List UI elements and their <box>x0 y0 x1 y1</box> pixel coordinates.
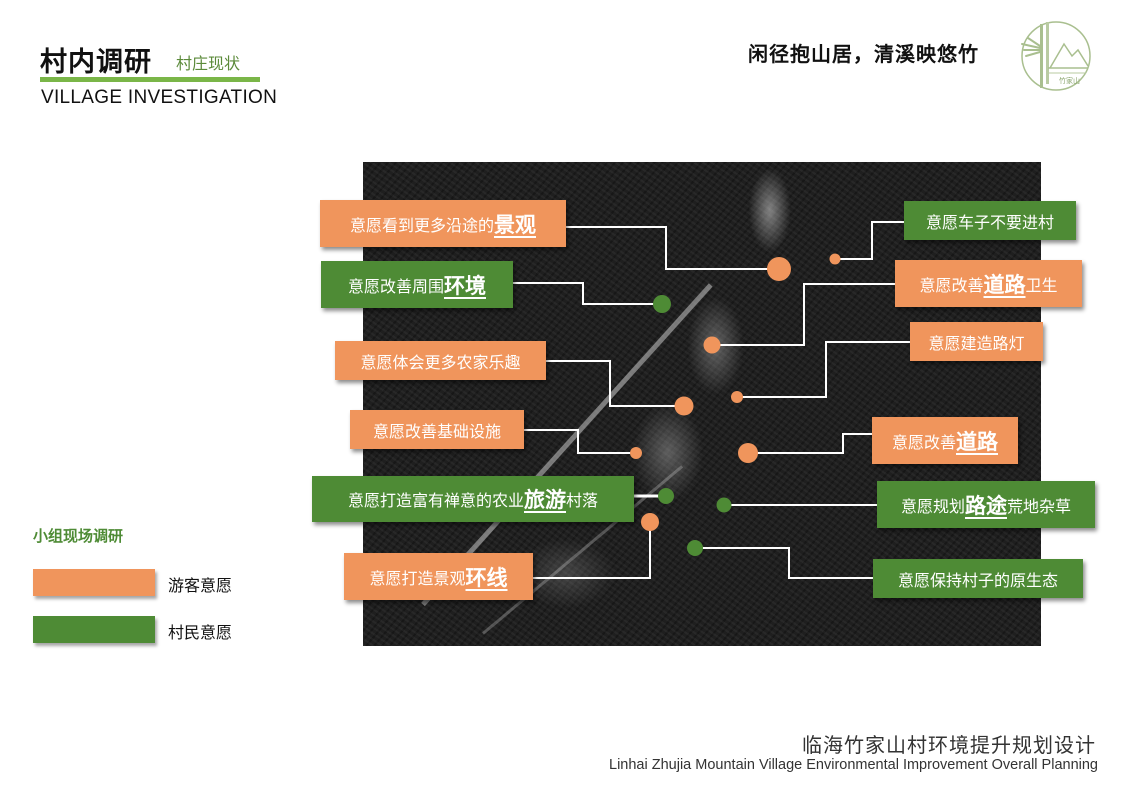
villager-marker[interactable] <box>658 488 674 504</box>
tourist-marker[interactable] <box>703 336 721 354</box>
slogan: 闲径抱山居，清溪映悠竹 <box>748 42 979 66</box>
tourist-marker[interactable] <box>641 513 659 531</box>
survey-label-infrastructure: 意愿改善基础设施 <box>350 410 524 449</box>
legend-label-tourist: 游客意愿 <box>168 576 233 595</box>
survey-label-no-cars: 意愿车子不要进村 <box>904 201 1076 240</box>
survey-label-farm-fun: 意愿体会更多农家乐趣 <box>335 341 546 380</box>
survey-label-ecology: 意愿保持村子的原生态 <box>873 559 1083 598</box>
tourist-marker[interactable] <box>829 253 841 265</box>
footer-title-cn: 临海竹家山村环境提升规划设计 <box>802 733 1096 757</box>
survey-label-scenery: 意愿看到更多沿途的景观 <box>320 200 566 247</box>
survey-label-environment: 意愿改善周围环境 <box>321 261 513 308</box>
tourist-marker[interactable] <box>767 257 791 281</box>
footer-title-en: Linhai Zhujia Mountain Village Environme… <box>609 757 1098 773</box>
legend-swatch-tourist <box>33 569 155 596</box>
tourist-marker[interactable] <box>630 447 642 459</box>
page-subtitle: 村庄现状 <box>176 54 241 73</box>
title-underline <box>40 77 260 82</box>
legend-label-villager: 村民意愿 <box>168 623 233 642</box>
page-title-en: VILLAGE INVESTIGATION <box>41 87 278 108</box>
tourist-marker[interactable] <box>674 396 694 416</box>
bamboo-mountain-logo-icon: 竹家山 <box>1021 21 1091 91</box>
survey-label-street-lights: 意愿建造路灯 <box>910 322 1043 361</box>
survey-label-weeds: 意愿规划路途荒地杂草 <box>877 481 1095 528</box>
survey-label-road: 意愿改善道路 <box>872 417 1018 464</box>
survey-label-agri-tourism: 意愿打造富有禅意的农业旅游村落 <box>312 476 634 522</box>
survey-label-scenic-loop: 意愿打造景观环线 <box>344 553 533 600</box>
legend-swatch-villager <box>33 616 155 643</box>
svg-text:竹家山: 竹家山 <box>1059 76 1080 85</box>
villager-marker[interactable] <box>653 295 671 313</box>
tourist-marker[interactable] <box>731 391 743 403</box>
villager-marker[interactable] <box>716 497 732 513</box>
legend-title: 小组现场调研 <box>33 527 124 545</box>
tourist-marker[interactable] <box>738 443 758 463</box>
villager-marker[interactable] <box>687 540 703 556</box>
page-title: 村内调研 <box>40 47 152 78</box>
survey-label-road-hygiene: 意愿改善道路卫生 <box>895 260 1082 307</box>
